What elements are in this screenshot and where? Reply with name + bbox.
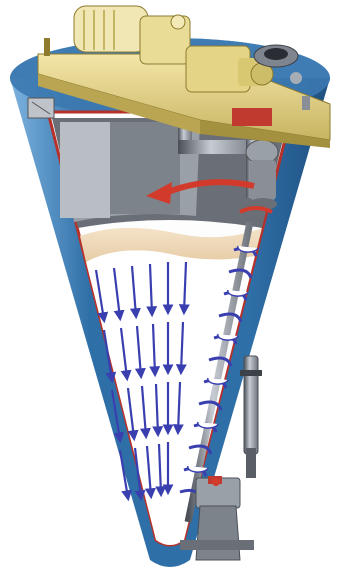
sight-port bbox=[28, 98, 54, 118]
pneumatic-actuator-icon bbox=[240, 356, 262, 478]
